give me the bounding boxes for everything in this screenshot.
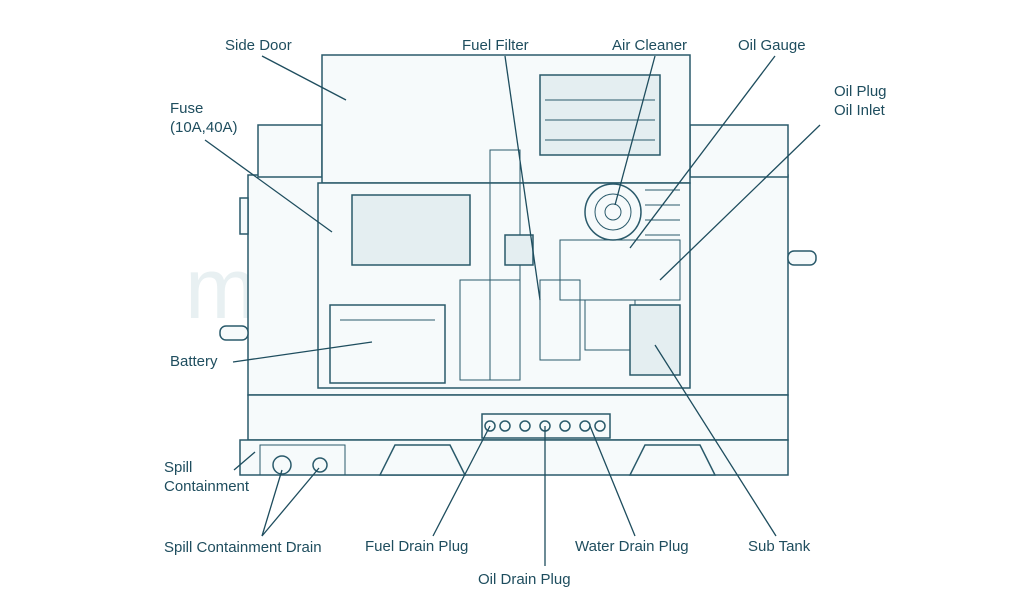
label-fuse-line2: (10A,40A) [170, 119, 238, 136]
label-side-door: Side Door [225, 37, 292, 54]
label-spill-drain: Spill Containment Drain [164, 539, 322, 556]
label-air-cleaner: Air Cleaner [612, 37, 688, 54]
drain-panel [481, 413, 611, 439]
label-oil-drain-plug: Oil Drain Plug [478, 571, 571, 588]
engine-area [539, 183, 681, 376]
label-fuel-filter: Fuel Filter [462, 37, 529, 54]
side-door [321, 54, 691, 184]
label-oil-gauge: Oil Gauge [738, 37, 806, 54]
label-oil-inlet: Oil Inlet [834, 102, 885, 119]
leader-lines [204, 55, 821, 566]
spill-containment [259, 444, 346, 476]
label-sub-tank: Sub Tank [748, 538, 811, 555]
label-fuel-drain-plug: Fuel Drain Plug [365, 538, 469, 555]
label-water-drain-plug: Water Drain Plug [575, 538, 689, 555]
label-battery: Battery [170, 353, 218, 370]
label-spill-line2: Containment [164, 478, 250, 495]
label-fuse-line1: Fuse [170, 100, 204, 117]
label-spill-line1: Spill [164, 459, 193, 476]
label-oil-plug: Oil Plug [834, 83, 887, 100]
battery-compartment [329, 194, 521, 384]
